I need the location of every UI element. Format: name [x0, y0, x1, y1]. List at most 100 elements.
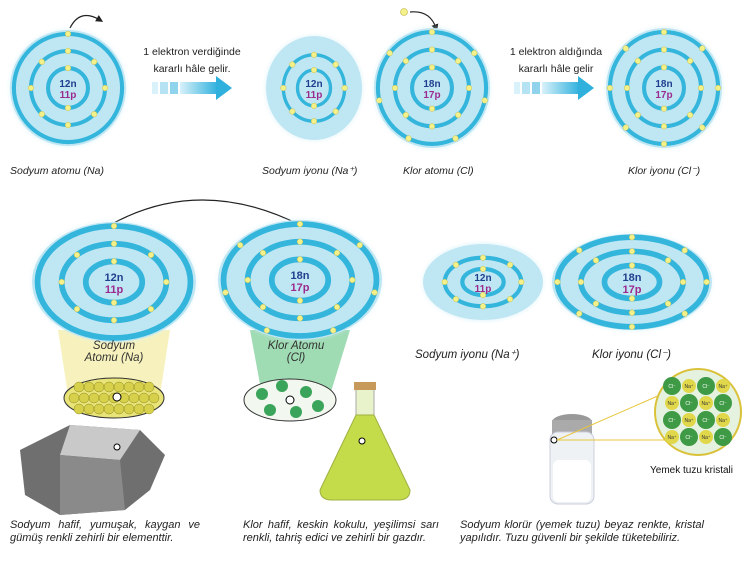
electron — [371, 289, 378, 296]
sodium-atom-ball — [73, 381, 85, 393]
electron — [110, 299, 118, 306]
chlorine-molecule — [256, 388, 268, 400]
proton-count: 17p — [655, 90, 672, 101]
electron — [479, 303, 487, 310]
electron — [452, 296, 459, 303]
sodium-atom-ball — [93, 403, 105, 415]
sodium-metal-rock — [20, 425, 165, 515]
ion-symbol: Cl⁻ — [668, 384, 676, 390]
electron — [622, 124, 629, 131]
electron — [330, 327, 337, 334]
sodium-atom-ball — [148, 392, 160, 404]
neutron-count: 18n — [423, 79, 440, 90]
sodium-zoom-cone — [58, 330, 170, 395]
sodium-description: Sodyum hafif, yumuşak, kaygan ve gümüş r… — [10, 519, 200, 544]
electron — [244, 276, 251, 284]
electron — [628, 234, 636, 241]
electron — [38, 58, 45, 65]
label-chlorine-atom: Klor atomu (Cl) — [403, 165, 474, 177]
chlorine-molecule — [276, 380, 288, 392]
electron — [634, 112, 641, 119]
proton-count: 17p — [423, 90, 440, 101]
highlighted-atom — [112, 392, 122, 402]
electron — [455, 112, 462, 119]
label-sodium-ion-mid: Sodyum iyonu (Na⁺) — [415, 349, 520, 361]
electron — [147, 306, 155, 313]
chlorine-description: Klor hafif, keskin kokulu, yeşilimsi sar… — [243, 519, 439, 544]
electron — [455, 57, 462, 64]
ion-symbol: Na⁺ — [667, 435, 676, 441]
neutron-count: 18n — [623, 272, 642, 284]
sodium-atom-ball — [113, 381, 125, 393]
sodium-ion — [699, 430, 713, 444]
electron — [237, 242, 244, 249]
chlorine-molecule — [300, 386, 312, 398]
electron — [64, 121, 72, 129]
sodium-atom-ball — [83, 403, 95, 415]
chloride-ion — [663, 411, 681, 429]
electron — [263, 327, 270, 334]
electron — [38, 111, 45, 118]
chloride-ion — [663, 377, 681, 395]
electron — [699, 124, 706, 131]
electron — [341, 84, 348, 92]
electron — [222, 289, 229, 296]
electron — [101, 84, 109, 92]
sodium-atom-ball — [103, 403, 115, 415]
electron — [577, 278, 584, 286]
electron — [333, 304, 341, 311]
sodium-ion — [716, 379, 730, 393]
electron — [681, 310, 688, 317]
electron — [310, 102, 318, 109]
electron — [64, 64, 72, 72]
chloride-ion — [714, 394, 732, 412]
electron — [660, 64, 668, 71]
arrow1-text: 1 elektron verdiğinde kararlı hâle gelir… — [143, 46, 241, 75]
sodium-atom-ball — [143, 381, 155, 393]
proton-count: 11p — [60, 90, 77, 101]
electron — [349, 276, 356, 284]
electron — [428, 64, 436, 71]
electron — [665, 300, 672, 307]
electron — [64, 104, 72, 112]
label-sodium-ion: Sodyum iyonu (Na⁺) — [262, 165, 358, 177]
electron — [697, 84, 705, 92]
electron — [428, 105, 436, 112]
electron — [479, 254, 487, 261]
chloride-ion — [680, 394, 698, 412]
electron — [592, 257, 599, 264]
electron — [310, 118, 318, 125]
label-chlorine-ion-mid: Klor iyonu (Cl⁻) — [592, 349, 671, 361]
ion-symbol: Cl⁻ — [685, 435, 693, 441]
electron — [576, 310, 583, 317]
label-sodium-atom-mid: Sodyum Atomu (Na) — [84, 340, 144, 364]
sodium-ion — [665, 430, 679, 444]
salt-description: Sodyum klorür (yemek tuzu) beyaz renkte,… — [460, 519, 704, 544]
ion-symbol: Cl⁻ — [702, 418, 710, 424]
electron — [452, 135, 459, 142]
electron — [110, 240, 118, 247]
ion-symbol: Na⁺ — [718, 384, 727, 390]
electron — [481, 97, 488, 104]
electron — [296, 221, 304, 228]
chlorine-molecule — [312, 400, 324, 412]
sodium-atom-ball — [73, 403, 85, 415]
electron — [147, 251, 155, 258]
electron — [296, 315, 304, 322]
neutron-count: 12n — [474, 273, 491, 284]
electron-leave-arrow — [69, 14, 104, 29]
electron — [680, 278, 687, 286]
electron — [58, 278, 65, 286]
electron — [259, 304, 267, 311]
electron — [452, 261, 459, 268]
electron — [628, 248, 636, 255]
ion-symbol: Na⁺ — [684, 418, 693, 424]
electron — [333, 249, 341, 256]
electron — [441, 278, 448, 286]
electron — [402, 112, 409, 119]
